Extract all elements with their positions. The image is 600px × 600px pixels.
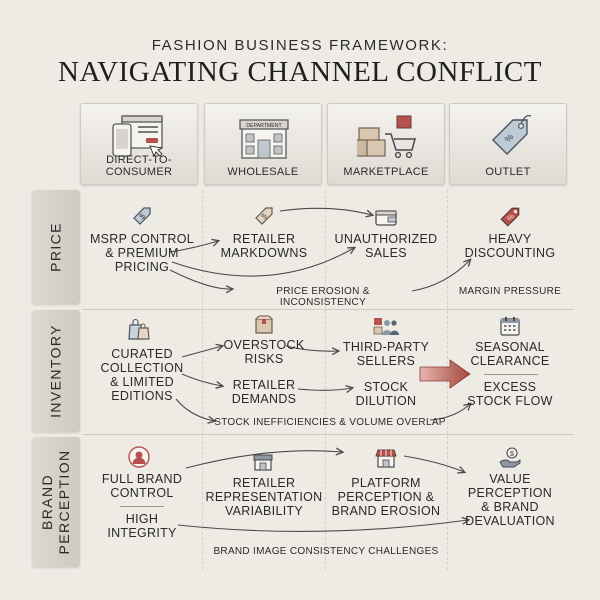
inventory-arrow-to-overstock (181, 346, 222, 358)
inventory-seasonal-clearance-cell: SEASONAL CLEARANCE (470, 340, 550, 368)
inventory-arrow-demands-to-dilution (297, 388, 352, 390)
price-arrow-wholesale-top-to-marketplace (279, 207, 372, 215)
price-outlet-cell: HEAVY DISCOUNTING (464, 232, 556, 260)
inventory-dtc-cell: CURATED COLLECTION & LIMITED EDITIONS (100, 347, 184, 403)
marketplace-stall-icon (375, 449, 397, 468)
framework-subtitle: FASHION BUSINESS FRAMEWORK: (151, 37, 449, 54)
inventory-third-party-cell: THIRD-PARTY SELLERS (342, 340, 430, 368)
inventory-overstock-cell: OVERSTOCK RISKS (223, 338, 305, 366)
storefront-icon (253, 454, 273, 471)
wallet-icon (375, 210, 397, 226)
column-header-wholesale: DEPARTMENT WHOLESALE (204, 103, 322, 185)
row-header-inventory: INVENTORY (32, 310, 80, 432)
calendar-icon (500, 317, 520, 336)
inventory-large-red-arrow (419, 359, 471, 389)
column-label: DIRECT-TO-CONSUMER (105, 154, 173, 178)
inventory-arrow-to-stock-inefficiencies (175, 398, 214, 421)
shopping-bags-icon (128, 318, 150, 340)
brand-dtc-integrity-cell: HIGH INTEGRITY (107, 512, 177, 540)
hand-dollar-icon: $ (499, 447, 521, 468)
row-divider-price (82, 309, 574, 310)
brand-dtc-control-cell: FULL BRAND CONTROL (101, 472, 183, 500)
svg-text:$: $ (260, 211, 270, 221)
brand-arrow-platform-to-outlet (403, 455, 464, 472)
sellers-group-icon (373, 318, 399, 335)
column-header-marketplace: MARKETPLACE (327, 103, 445, 185)
inventory-arrow-overstock-to-sellers (285, 345, 338, 351)
price-arrow-dtc-to-wholesale (169, 241, 218, 253)
price-marketplace-cell: UNAUTHORIZED SALES (334, 232, 438, 260)
department-store-icon: DEPARTMENT (239, 119, 289, 159)
svg-text:%: % (505, 212, 516, 223)
brand-marketplace-cell: PLATFORM PERCEPTION & BRAND EROSION (331, 476, 441, 518)
package-box-icon (255, 315, 273, 334)
column-header-outlet: % OUTLET (449, 103, 567, 185)
row-divider-inventory (82, 434, 574, 435)
price-arrow-dtc-to-marketplace (171, 248, 354, 277)
dollar-tag-icon: $ (133, 207, 151, 225)
inventory-flow-label: STOCK INEFFICIENCIES & VOLUME OVERLAP (214, 417, 446, 428)
inventory-outlet-divider (484, 374, 538, 375)
inventory-stock-dilution-cell: STOCK DILUTION (355, 380, 417, 408)
brand-dtc-divider (120, 506, 164, 507)
browser-and-phone-icon (112, 115, 164, 158)
brand-wholesale-cell: RETAILER REPRESENTATION VARIABILITY (205, 476, 323, 518)
price-dtc-cell: MSRP CONTROL & PREMIUM PRICING (89, 232, 195, 274)
row-header-price: PRICE (32, 190, 80, 304)
column-divider-2 (325, 190, 326, 570)
svg-text:$: $ (138, 211, 148, 221)
price-arrow-dtc-to-outlet (169, 269, 232, 289)
page-title: NAVIGATING CHANNEL CONFLICT (58, 56, 542, 88)
price-flow-label: PRICE EROSION & INCONSISTENCY (276, 286, 370, 308)
brand-arrow-control-to-platform (185, 451, 342, 469)
inventory-excess-stock-cell: EXCESS STOCK FLOW (467, 380, 553, 408)
dollar-tag-icon: $ (255, 207, 273, 225)
column-header-direct-to-consumer: DIRECT-TO-CONSUMER (80, 103, 198, 185)
price-wholesale-cell: RETAILER MARKDOWNS (220, 232, 308, 260)
price-arrow-erosion-to-outlet (411, 260, 470, 292)
brand-flow-label: BRAND IMAGE CONSISTENCY CHALLENGES (213, 546, 439, 557)
column-divider-1 (202, 190, 203, 570)
inventory-arrow-to-retailer-demands (181, 373, 222, 386)
brand-outlet-cell: VALUE PERCEPTION & BRAND DEVALUATION (465, 472, 555, 528)
price-outlet-note: MARGIN PRESSURE (458, 286, 562, 297)
boxes-and-cart-icon (357, 115, 416, 159)
person-avatar-icon (128, 446, 150, 468)
brand-arrow-integrity-to-outlet (177, 520, 468, 532)
price-tag-icon: % (492, 115, 532, 155)
row-header-brand-perception: BRAND PERCEPTION (32, 437, 80, 567)
svg-text:$: $ (510, 451, 514, 458)
column-label: OUTLET (485, 166, 531, 178)
inventory-arrow-to-excess-stock (429, 404, 470, 421)
column-label: MARKETPLACE (343, 166, 429, 178)
discount-tag-icon: % (500, 207, 520, 227)
column-label: WHOLESALE (227, 166, 299, 178)
inventory-retailer-demands-cell: RETAILER DEMANDS (231, 378, 297, 406)
store-sign-text: DEPARTMENT (246, 123, 282, 129)
